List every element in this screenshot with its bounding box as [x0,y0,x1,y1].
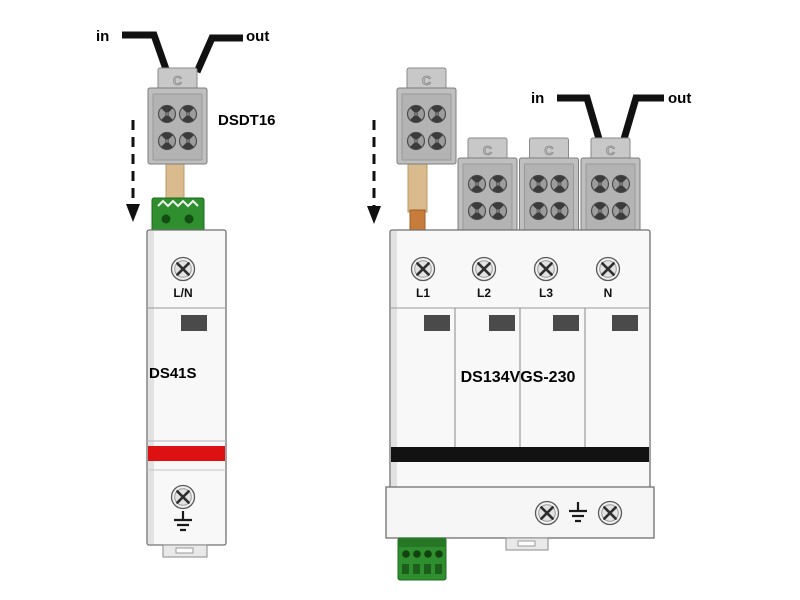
insertion-arrow-icon [367,120,381,224]
connector-marking: C [606,143,616,158]
terminal-top-band [399,539,445,547]
din-clip-slot [517,540,536,547]
device-screw-icon [471,256,497,282]
wire-out [620,94,664,140]
terminal-block-loose: C [397,68,456,164]
connector-marking: C [483,143,493,158]
terminal-slot [435,564,442,574]
housing-shade [391,231,397,509]
wire-in [122,31,171,74]
device-screw-icon [595,256,621,282]
terminal-block-name: DSDT16 [218,112,276,129]
device-model-label: DS41S [149,365,197,382]
din-clip-right [505,537,549,551]
din-clip-slot [175,547,194,554]
pole-label: L1 [416,286,430,300]
pole-label: L2 [477,286,491,300]
device-screw-icon [170,484,196,510]
connector-marking: C [544,143,554,158]
terminal-slot [413,564,420,574]
device-ds134vgs-230: L1 L2 L3 N DS134VGS-230 [385,229,655,539]
terminal-block-1: C [458,138,517,234]
pole-label: N [604,286,613,300]
copper-conductor [409,209,426,232]
black-status-stripe [391,447,649,462]
status-indicator-window [489,315,515,331]
device-screw-icon [170,256,196,282]
green-connector [151,197,205,232]
wire-in-label: in [96,28,109,45]
pole-label: L3 [539,286,553,300]
terminal-hole [435,550,443,558]
wire-out [193,34,243,74]
device-screw-icon [597,500,623,526]
insertion-arrow-icon [126,120,140,222]
connector-hole [161,214,171,224]
red-status-stripe [148,446,225,461]
device-screw-icon [410,256,436,282]
terminal-block-2: C [520,138,579,234]
terminal-block-3: C [581,138,640,234]
connector-marking: C [422,73,432,88]
status-indicator-window [553,315,579,331]
wire-in-label: in [531,90,544,107]
right-assembly: C in out C C C [367,68,691,581]
terminal-hole [413,550,421,558]
housing-shade [148,231,154,544]
terminal-slot [402,564,409,574]
wire-in [557,94,603,140]
wire-strands [157,199,199,208]
wire-out-label: out [668,90,691,107]
terminal-slot [424,564,431,574]
pole-label: L/N [173,286,192,300]
cable [165,159,185,203]
device-model-label: DS134VGS-230 [461,369,576,386]
connector-marking: C [173,73,183,88]
cable [407,159,428,213]
device-screw-icon [533,256,559,282]
left-assembly: in out C DSDT16 L/N [96,28,276,558]
connector-hole [184,214,194,224]
terminal-hole [402,550,410,558]
wire-out-label: out [246,28,269,45]
device-ds41s: L/N DS41S [146,229,227,558]
status-indicator-window [612,315,638,331]
status-indicator-window [424,315,450,331]
terminal-hole [424,550,432,558]
terminal-block-dsdt16: C [148,68,207,164]
green-terminal-bottom [397,537,447,581]
device-screw-icon [534,500,560,526]
status-indicator-window [181,315,207,331]
